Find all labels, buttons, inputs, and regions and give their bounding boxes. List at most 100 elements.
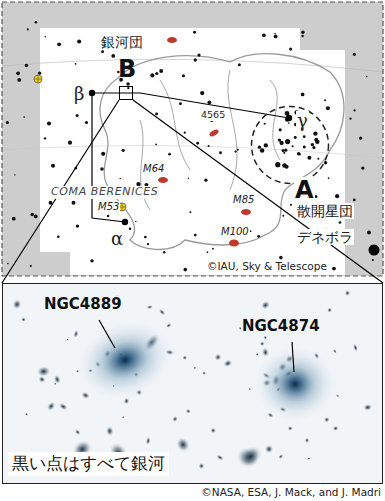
galaxy <box>222 358 234 369</box>
star <box>194 58 197 61</box>
star <box>14 174 15 175</box>
galaxy <box>263 443 275 455</box>
cluster-circle: A散開星団 <box>250 105 330 185</box>
star <box>250 230 252 232</box>
star <box>282 149 285 152</box>
map-label: γ <box>296 111 309 132</box>
star <box>289 47 292 50</box>
star <box>57 42 61 46</box>
star <box>372 259 374 261</box>
star <box>317 158 319 160</box>
star <box>326 106 330 110</box>
galaxy <box>45 400 58 413</box>
star <box>262 33 266 37</box>
star-gamma <box>286 115 292 121</box>
star <box>335 194 339 198</box>
star <box>301 93 305 97</box>
star <box>183 268 187 272</box>
star <box>35 21 38 24</box>
star <box>189 211 191 213</box>
star <box>7 263 9 265</box>
galaxy <box>24 412 29 417</box>
grid-line <box>2 146 383 159</box>
galaxy <box>362 403 373 412</box>
star <box>285 139 290 144</box>
map-ground <box>2 2 383 276</box>
galaxy-marker <box>229 240 239 247</box>
star <box>155 72 158 75</box>
credit-caption: ©NASA, ESA, J. Mack, and J. Madri <box>201 486 381 498</box>
star <box>282 215 284 217</box>
figure-outline <box>100 54 344 250</box>
star <box>159 69 163 73</box>
star <box>366 76 367 77</box>
star <box>303 146 306 149</box>
star <box>27 28 29 30</box>
galaxy <box>165 322 173 329</box>
zoom-square: B <box>119 86 133 100</box>
star <box>182 74 185 77</box>
galaxy <box>305 437 310 443</box>
star <box>155 144 157 146</box>
star <box>188 178 189 179</box>
star <box>100 167 104 171</box>
star <box>45 36 46 37</box>
galaxy <box>121 415 124 419</box>
star <box>127 87 129 89</box>
galaxy-marker <box>167 37 177 43</box>
hair-strand <box>140 70 280 210</box>
galaxy <box>11 298 23 311</box>
galaxy <box>20 316 26 322</box>
map-label: COMA BERENICES <box>50 186 159 199</box>
star <box>292 145 294 147</box>
map-label: M85 <box>232 194 255 206</box>
star <box>147 243 149 245</box>
map-label: M53 <box>97 201 120 213</box>
map-label: M100 <box>220 226 250 238</box>
star <box>107 215 110 218</box>
galaxy <box>215 453 225 462</box>
galaxy <box>157 307 166 316</box>
leader-line <box>99 320 115 348</box>
star <box>314 195 317 198</box>
map-label: α <box>110 229 124 250</box>
galaxy <box>259 299 272 312</box>
star <box>312 146 315 149</box>
star <box>76 224 79 227</box>
star <box>57 235 60 238</box>
star <box>283 152 285 154</box>
star <box>155 113 158 116</box>
galaxy <box>287 426 293 431</box>
star <box>77 39 81 43</box>
galaxy <box>171 415 179 423</box>
galaxy <box>52 373 62 385</box>
star <box>279 141 283 145</box>
galaxy-label: NGC4874 <box>241 318 321 335</box>
star <box>76 114 79 117</box>
leader-line <box>292 342 294 372</box>
star <box>184 132 186 134</box>
star <box>207 251 209 253</box>
galaxy <box>35 365 51 379</box>
region-label: 散開星団 <box>296 203 354 219</box>
map-frame <box>2 2 383 276</box>
star <box>237 149 239 151</box>
galaxy <box>306 457 311 461</box>
star <box>367 231 371 235</box>
star <box>6 121 9 124</box>
galaxy <box>65 337 69 341</box>
region-letter: A <box>294 177 315 205</box>
star <box>204 178 207 181</box>
star <box>274 33 275 34</box>
star <box>258 146 261 149</box>
galaxy <box>235 441 267 472</box>
star <box>68 141 72 145</box>
map-label: デネボラ <box>296 229 354 245</box>
galaxy <box>145 436 151 445</box>
galaxy <box>193 366 197 370</box>
star <box>275 162 280 167</box>
galaxy <box>198 462 206 470</box>
star <box>25 64 28 67</box>
galaxy <box>248 387 252 391</box>
